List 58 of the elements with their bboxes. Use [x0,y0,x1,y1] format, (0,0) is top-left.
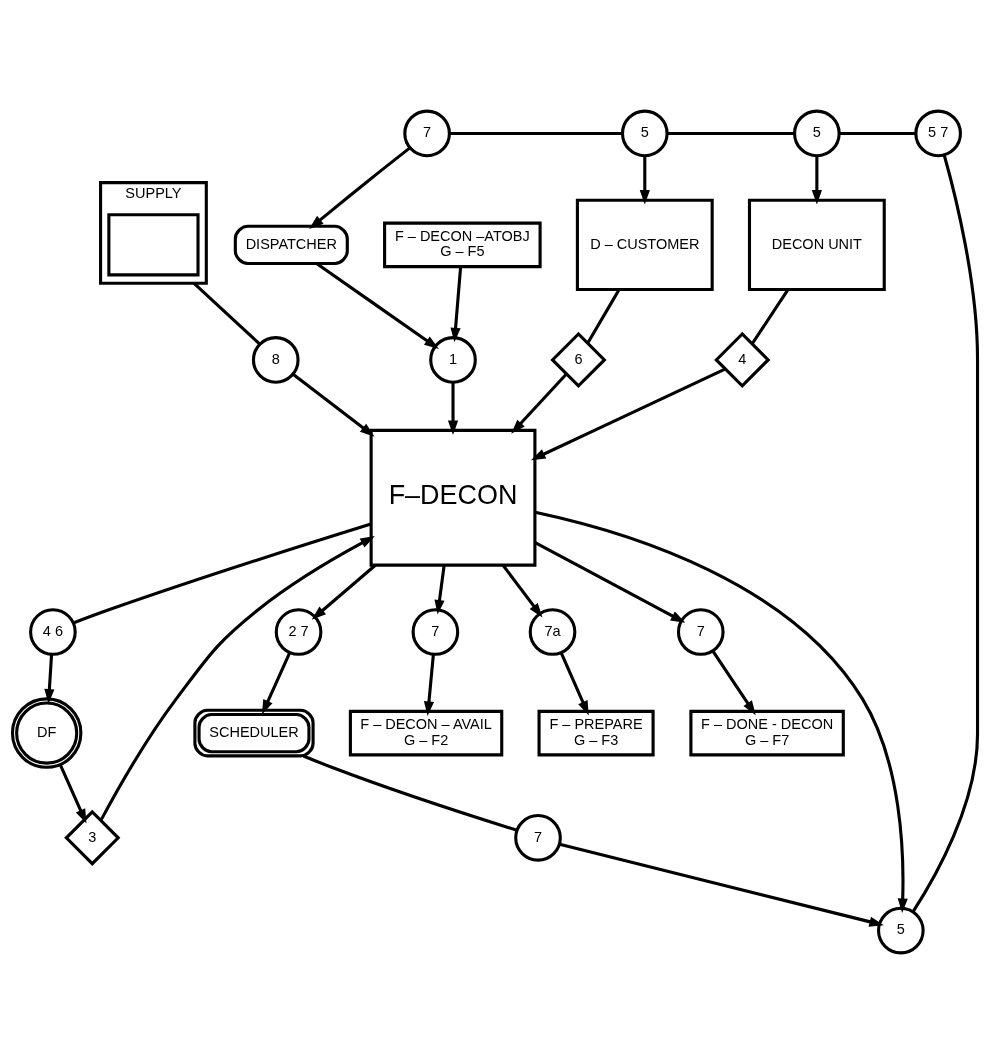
cluster: SUPPLY [99,181,208,285]
connector [667,131,795,135]
arrow [58,764,87,824]
arrow [639,155,650,205]
node-circle: 5 [620,109,669,158]
arrow [447,382,459,436]
node-circle: 7 [676,608,725,656]
node-circle: 7 [403,109,451,158]
node-box [107,213,200,277]
arrow [711,650,756,716]
arrow [559,842,884,927]
arrow [811,155,822,205]
arrow [534,541,686,623]
node-circle: 7a [528,608,577,656]
node-diamond: 4 [714,331,771,389]
node-circle: 8 [251,336,300,384]
connector [302,754,518,832]
node-box: F – DECON – AVAIL G – F2 [348,709,504,757]
arrow [450,266,463,343]
node-box: F – DECON –ATOBJ G – F5 [383,221,542,269]
arrow [501,564,543,618]
connector [72,522,372,625]
arrow [534,510,908,914]
connector [839,131,916,135]
arrow [434,565,446,615]
connector [911,154,980,913]
node-diamond: 6 [550,331,607,389]
arrow [511,372,568,434]
node-circle: 5 7 [914,109,962,158]
arrow [530,367,726,461]
arrow [99,536,375,822]
arrow [292,373,375,437]
connector [192,282,261,346]
node-circle: 4 6 [29,608,77,656]
connector [750,288,790,345]
connector [586,288,621,344]
node-circle: 7 [514,813,562,862]
arrow [311,564,377,620]
node-circle: 2 7 [274,608,323,656]
arrow [423,654,435,716]
node-circle: DF [10,697,83,769]
node-box: F – DONE - DECON G – F7 [689,709,845,757]
connector [449,131,623,135]
node-box: DECON UNIT [747,198,886,291]
node-box: F – PREPARE G – F3 [537,709,655,757]
arrow [559,652,589,716]
arrow [44,654,55,704]
node-box: SCHEDULER [193,708,315,758]
node-circle: 7 [411,608,460,656]
node-circle: 5 [793,109,841,158]
node-box: DISPATCHER [233,224,349,266]
arrow [261,652,292,715]
node-box: D – CUSTOMER [575,198,714,291]
node-box: F–DECON [369,428,537,567]
arrow [315,262,439,349]
node-circle: 1 [429,336,477,384]
node-circle: 5 [877,906,925,955]
arrow [309,146,411,230]
